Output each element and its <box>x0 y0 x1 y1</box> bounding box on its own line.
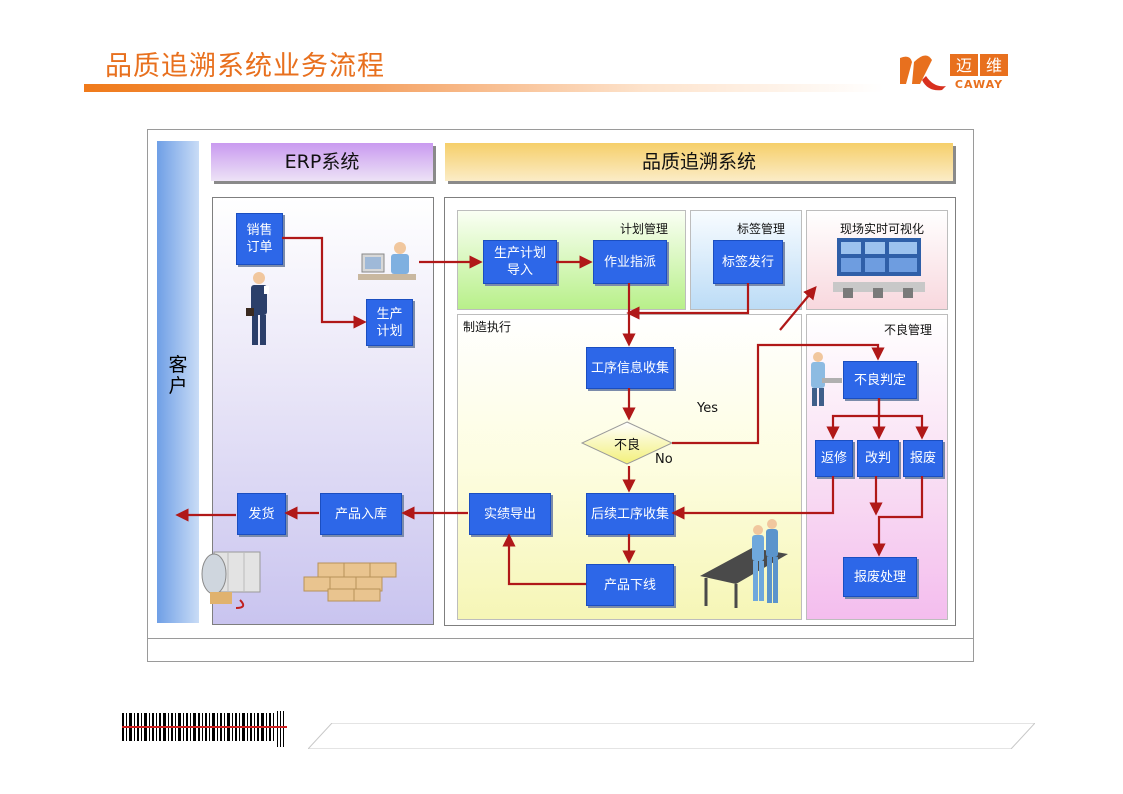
zone-plan-label: 计划管理 <box>620 222 669 236</box>
customer-column <box>157 141 199 623</box>
office-worker-figure <box>358 242 416 280</box>
warehouse-in-box: 产品入库 <box>320 493 402 535</box>
title-underline <box>84 84 884 92</box>
zone-label-label: 标签管理 <box>737 222 786 236</box>
stacked-boxes-image <box>303 562 397 602</box>
logo-text-1: 迈 <box>956 56 972 75</box>
defect-decision-diamond <box>580 421 674 465</box>
footer-strip <box>308 723 1035 749</box>
defect-decision-label: 不良 <box>614 438 641 453</box>
page-title: 品质追溯系统业务流程 <box>105 51 385 82</box>
logo-text-2: 维 <box>986 56 1002 75</box>
zone-viz-label: 现场实时可视化 <box>840 222 925 236</box>
label-issue-box: 标签发行 <box>713 240 783 284</box>
zone-bad-label: 不良管理 <box>884 323 933 337</box>
job-dispatch-box: 作业指派 <box>593 240 667 284</box>
product-offline-box: 产品下线 <box>586 564 674 606</box>
scrap-box: 报废 <box>903 440 943 477</box>
no-label: No <box>655 452 673 467</box>
monitor-screens-image <box>833 238 925 298</box>
yes-label: Yes <box>697 401 718 416</box>
businessman-figure <box>246 272 269 345</box>
company-logo: 迈 维 CAWAY <box>900 54 1008 91</box>
erp-header: ERP系统 <box>211 143 433 181</box>
process-collect-box: 工序信息收集 <box>586 347 674 389</box>
zone-mfg-label: 制造执行 <box>463 320 512 334</box>
result-export-box: 实绩导出 <box>469 493 551 535</box>
rejudge-box: 改判 <box>857 440 899 477</box>
followup-collect-box: 后续工序收集 <box>586 493 674 535</box>
delivery-truck-image <box>201 551 261 609</box>
sales-order-box: 销售 订单 <box>236 213 283 265</box>
inspector-figure <box>811 352 842 406</box>
rework-box: 返修 <box>815 440 853 477</box>
assembly-line-figure <box>700 519 788 608</box>
customer-label: 客户 <box>168 354 188 397</box>
plan-import-box: 生产计划 导入 <box>483 240 557 284</box>
logo-text-en: CAWAY <box>955 78 1003 91</box>
shipment-box: 发货 <box>237 493 286 535</box>
barcode-image <box>122 711 287 747</box>
frame-divider <box>147 638 973 639</box>
quality-header: 品质追溯系统 <box>445 143 953 181</box>
defect-judge-box: 不良判定 <box>843 361 917 399</box>
scrap-handle-box: 报废处理 <box>843 557 917 597</box>
